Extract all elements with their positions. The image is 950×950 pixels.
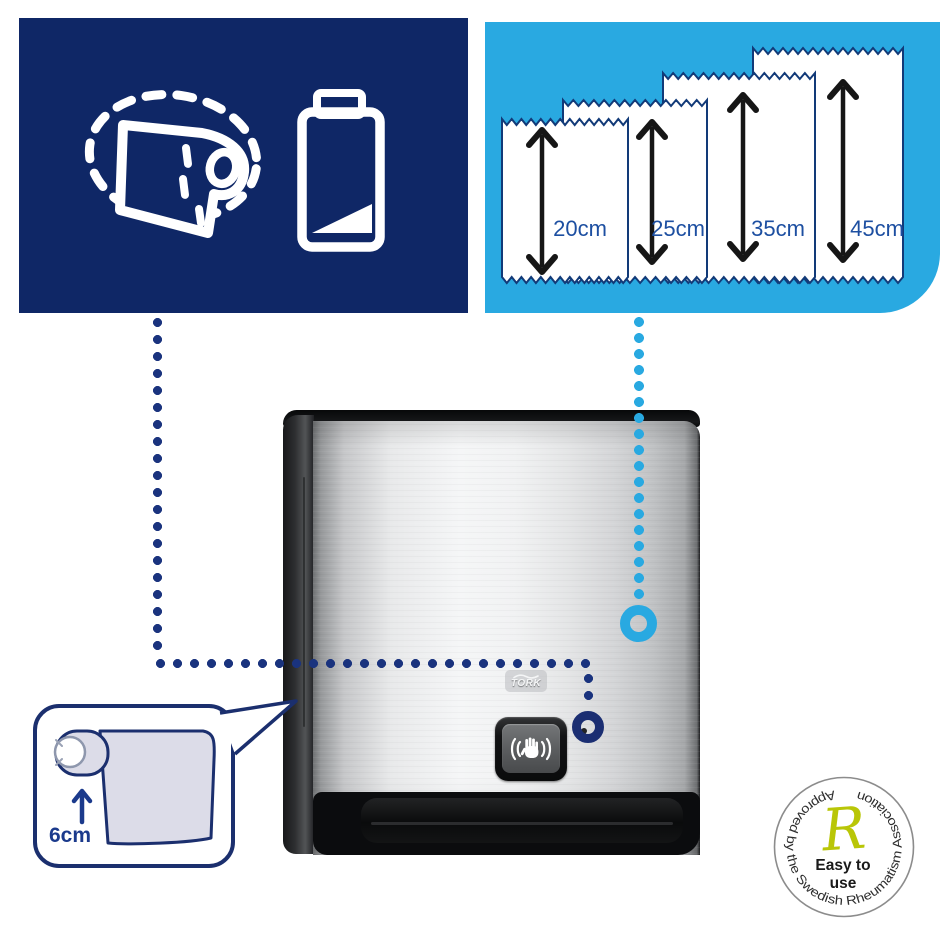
towel-sheet bbox=[501, 116, 629, 285]
navy-dotted-line-drop bbox=[583, 670, 594, 706]
length-arrow-head bbox=[827, 242, 859, 263]
length-arrow-head bbox=[636, 244, 668, 265]
paper-roll-6cm-icon bbox=[53, 729, 216, 846]
navy-target-ring bbox=[572, 711, 604, 743]
rheumatism-association-badge: Approved by the Swedish Rheumatism Assoc… bbox=[773, 776, 915, 918]
towel-length-strips bbox=[501, 45, 904, 285]
refill-battery-panel bbox=[19, 18, 468, 313]
tork-wave-icon bbox=[513, 674, 539, 679]
hand-sensor-button[interactable] bbox=[495, 717, 567, 781]
callout-tail bbox=[219, 699, 298, 756]
roll-diameter-label: 6cm bbox=[48, 824, 92, 847]
tork-logo-text: TORK bbox=[510, 678, 542, 689]
towel-length-label-45: 45cm bbox=[850, 216, 904, 241]
paper-roll-refill-icon bbox=[84, 90, 262, 238]
refill-battery-icons bbox=[84, 89, 385, 252]
hand-wave-sensor-icon bbox=[510, 737, 552, 760]
side-panel-groove bbox=[303, 477, 305, 727]
badge-circle bbox=[773, 776, 915, 918]
roll-diameter-callout bbox=[33, 699, 298, 868]
hand-sensor-panel bbox=[502, 724, 560, 773]
towel-length-label-35: 35cm bbox=[751, 216, 805, 241]
navy-dotted-line-horizontal bbox=[152, 658, 594, 669]
battery-low-icon bbox=[297, 89, 385, 252]
dispenser-side-panel bbox=[283, 415, 314, 854]
towel-length-panel: 20cm 25cm 35cm 45cm bbox=[485, 22, 940, 313]
length-arrow-head bbox=[827, 79, 859, 100]
length-arrow-head bbox=[526, 254, 558, 275]
navy-dotted-line-vertical bbox=[152, 314, 163, 658]
length-arrow-head bbox=[636, 119, 668, 140]
towel-length-label-25: 25cm bbox=[651, 216, 705, 241]
length-arrow-head bbox=[727, 241, 759, 262]
tork-logo: TORK bbox=[505, 670, 547, 692]
dispenser-outlet-slot bbox=[361, 798, 683, 843]
blue-target-ring bbox=[620, 605, 657, 642]
towel-length-label-20: 20cm bbox=[553, 216, 607, 241]
outlet-slot-lip bbox=[371, 822, 673, 825]
blue-dotted-line-vertical bbox=[633, 314, 645, 600]
badge-label-line1: Easy to bbox=[815, 857, 870, 874]
badge-monogram: R bbox=[819, 794, 868, 865]
length-arrow-head bbox=[727, 92, 759, 113]
badge-label-line2: use bbox=[830, 875, 857, 892]
length-arrow-head bbox=[526, 127, 558, 148]
callout-up-arrow bbox=[71, 788, 93, 825]
dispenser-outlet bbox=[313, 792, 700, 855]
